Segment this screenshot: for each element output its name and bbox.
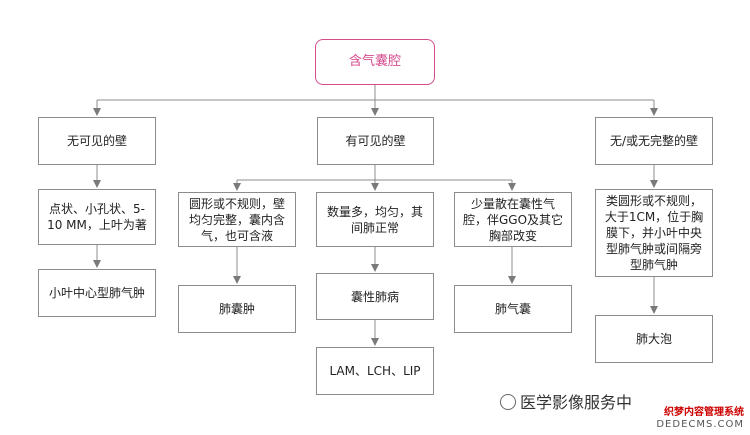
brand-line1: 织梦内容管理系统 bbox=[664, 407, 744, 418]
node-pulmonary-cyst: 肺囊肿 bbox=[178, 285, 296, 333]
node-centrilobular-emphysema: 小叶中心型肺气肿 bbox=[38, 269, 156, 317]
node-wall-absent-incomplete: 无/或无完整的壁 bbox=[595, 117, 713, 165]
node-cystic-lung-disease: 囊性肺病 bbox=[316, 273, 434, 320]
wechat-icon bbox=[499, 394, 516, 410]
node-pneumatocele: 肺气囊 bbox=[454, 285, 572, 333]
node-spot-small-hole: 点状、小孔状、5-10 MM，上叶为著 bbox=[38, 189, 156, 245]
node-few-scattered: 少量散在囊性气腔，伴GGO及其它胸部改变 bbox=[454, 192, 572, 247]
node-round-irregular: 圆形或不规则，壁均匀完整，囊内含气，也可含液 bbox=[178, 192, 296, 247]
brand-line2: DEDECMS.COM bbox=[656, 419, 744, 430]
node-wall-visible: 有可见的壁 bbox=[317, 117, 434, 165]
watermark: 医学影像服务中 bbox=[499, 389, 632, 413]
watermark-text: 医学影像服务中 bbox=[519, 393, 632, 412]
root-node: 含气囊腔 bbox=[315, 39, 435, 85]
node-round-irregular-large: 类圆形或不规则，大于1CM，位于胸膜下，并小叶中央型肺气肿或间隔旁型肺气肿 bbox=[595, 189, 713, 277]
node-numerous-uniform: 数量多，均匀，其间肺正常 bbox=[316, 192, 434, 247]
node-wall-none-visible: 无可见的壁 bbox=[38, 117, 156, 165]
brand-watermark: 织梦内容管理系统 DEDECMS.COM bbox=[656, 407, 744, 431]
node-bulla: 肺大泡 bbox=[595, 315, 713, 363]
node-lam-lch-lip: LAM、LCH、LIP bbox=[316, 347, 434, 395]
